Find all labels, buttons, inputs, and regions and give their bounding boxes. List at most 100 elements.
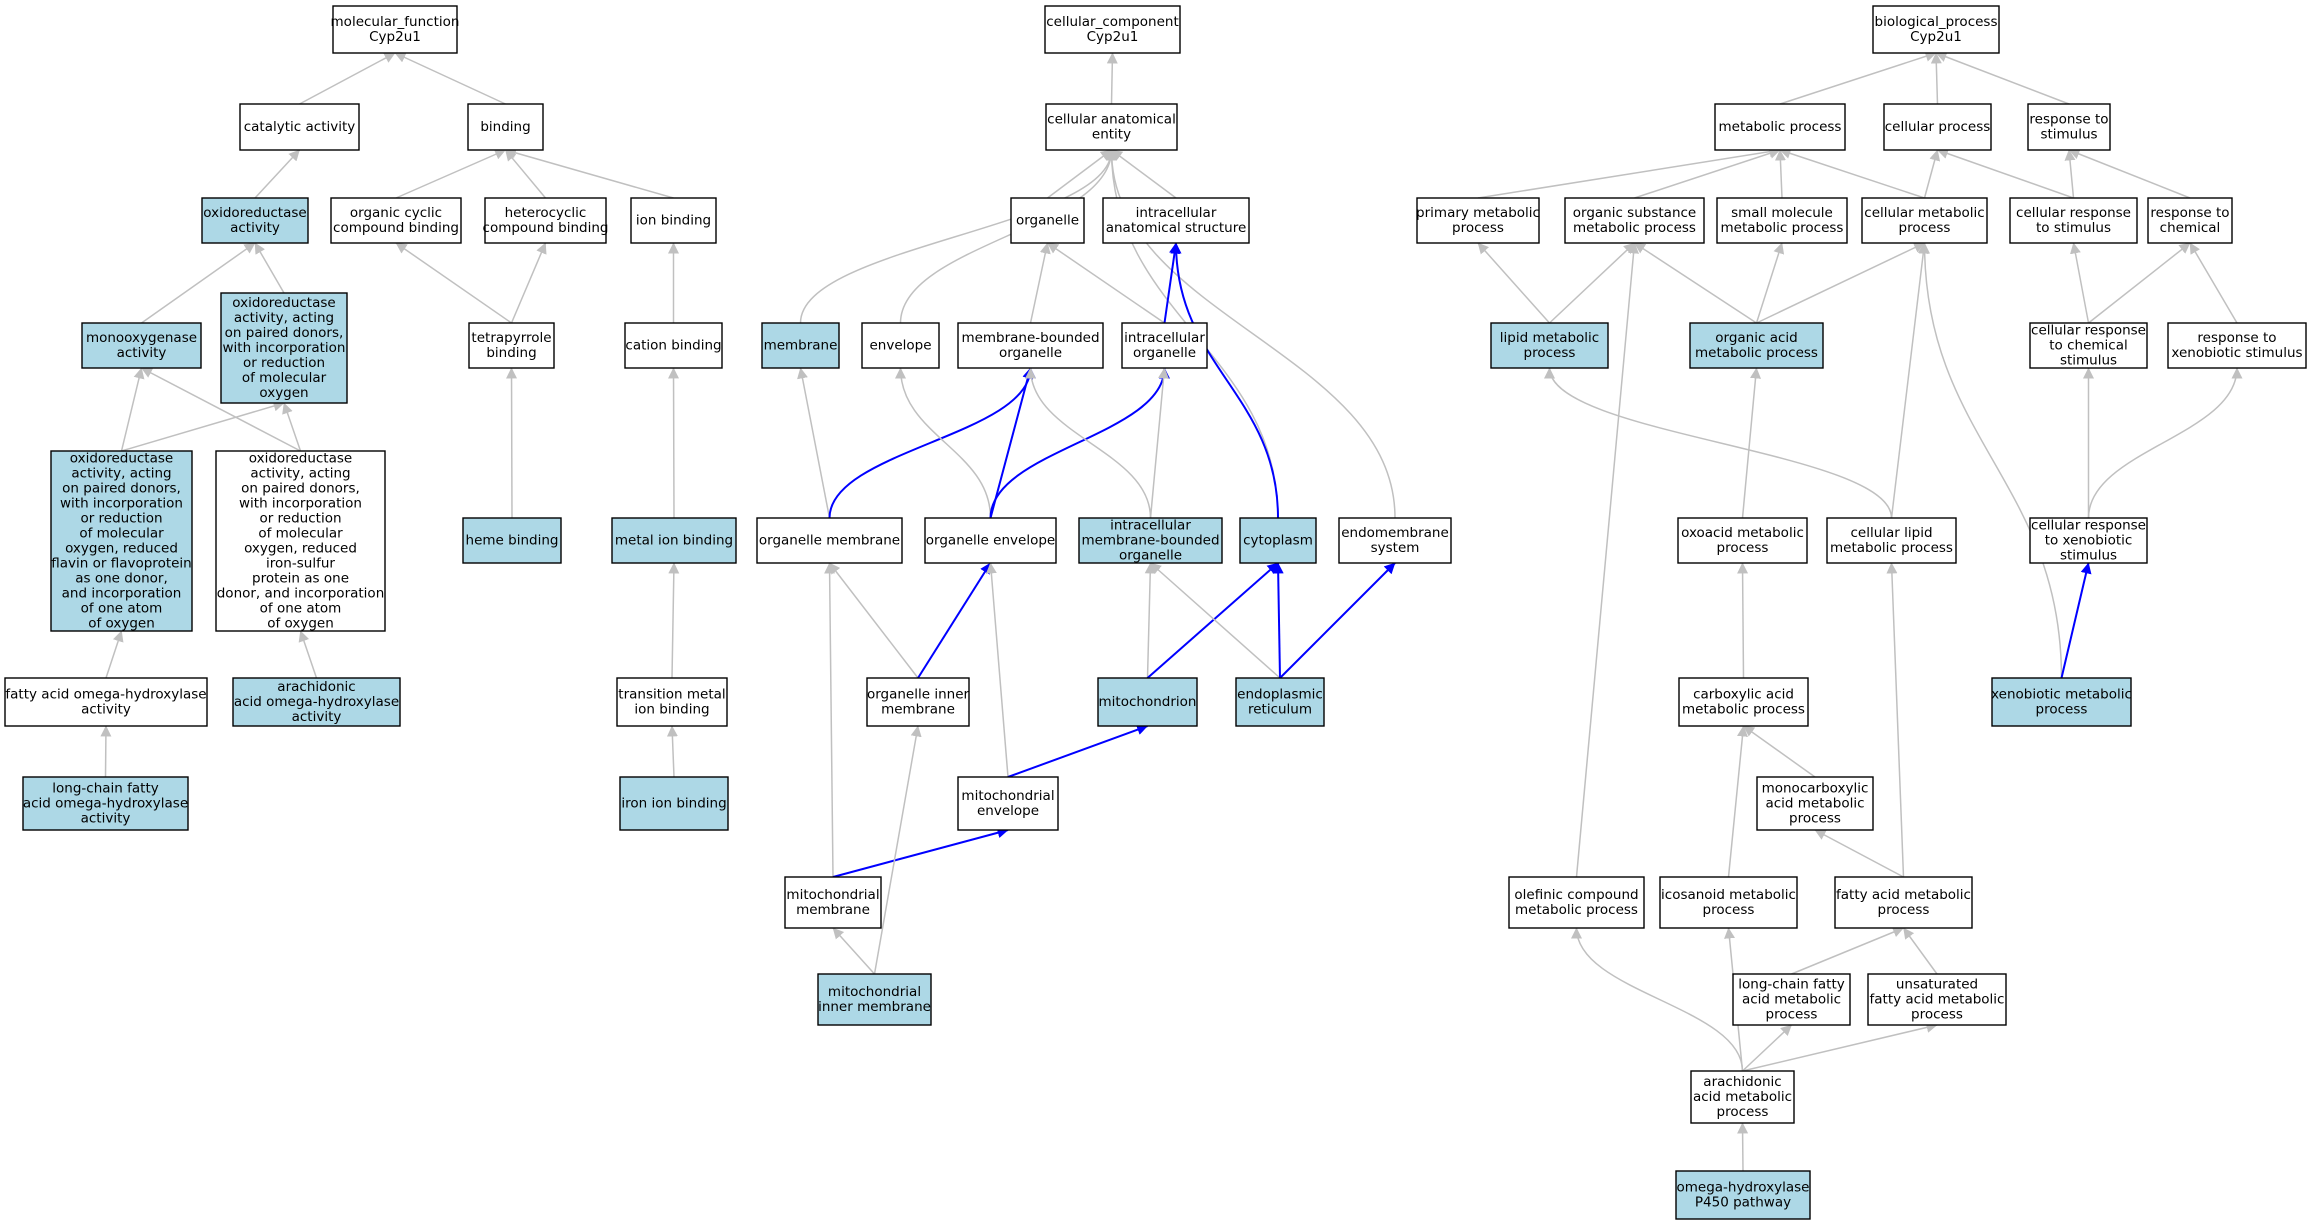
edge-org_inner-to-org_membrane: [828, 562, 919, 679]
edge-oxido_ironsulfur-to-monooxygenase: [141, 367, 301, 452]
node-label-line: mitochondrial: [828, 984, 921, 1000]
node-cytoplasm[interactable]: cytoplasm: [1239, 517, 1317, 564]
node-cellular-process[interactable]: cellular process: [1883, 103, 1992, 151]
node-cation-binding[interactable]: cation binding: [624, 322, 723, 369]
edge-imbo-to-mbo: [1025, 367, 1152, 519]
node-box: [1508, 876, 1645, 929]
edge-imbo-to-io: [1149, 367, 1170, 519]
node-label-line: acid metabolic: [1742, 992, 1841, 1008]
node-label-line: cytoplasm: [1243, 533, 1313, 549]
node-organelle[interactable]: organelle: [1010, 197, 1085, 244]
node-label-line: intracellular: [1124, 330, 1205, 346]
edge-fa_omega-to-oxido_flavin: [105, 630, 124, 679]
node-box: [957, 776, 1059, 831]
node-box: [468, 322, 555, 369]
node-metabolic[interactable]: metabolic process: [1714, 103, 1846, 151]
node-label-line: heterocyclic: [505, 205, 587, 221]
node-label-line: process: [1524, 345, 1576, 361]
node-envelope[interactable]: envelope: [861, 322, 940, 369]
node-mitochondrion[interactable]: mitochondrion: [1097, 677, 1198, 727]
node-binding[interactable]: binding: [467, 103, 544, 151]
node-ion-binding[interactable]: ion binding: [630, 197, 717, 244]
node-label-line: cellular anatomical: [1047, 112, 1176, 128]
node-label-line: organelle membrane: [759, 533, 900, 549]
node-label-line: carboxylic acid: [1693, 687, 1794, 703]
node-membrane[interactable]: membrane: [761, 322, 840, 369]
node-iron-ion[interactable]: iron ion binding: [619, 776, 729, 831]
node-org-envelope[interactable]: organelle envelope: [924, 517, 1057, 564]
node-box: [220, 292, 348, 404]
edge-binding-to-mf: [394, 52, 506, 105]
node-metal-ion[interactable]: metal ion binding: [611, 517, 737, 564]
node-box: [1867, 973, 2007, 1026]
edge-cell_resp_chem-to-cell_resp_stim: [2070, 242, 2090, 324]
edge-lc_fatty_met-to-fatty_acid_met: [1791, 926, 1905, 975]
node-box: [611, 517, 737, 564]
node-box: [1675, 1170, 1811, 1220]
node-heme-binding[interactable]: heme binding: [462, 517, 562, 564]
node-label-line: P450 pathway: [1695, 1195, 1791, 1211]
node-label-line: activity: [292, 709, 342, 725]
edge-mito_inner-to-mito_mem: [832, 927, 876, 975]
edge-arach_omega-to-oxido_ironsulfur: [298, 630, 318, 679]
node-box: [2027, 103, 2111, 151]
node-catalytic[interactable]: catalytic activity: [239, 103, 360, 151]
edge-cae-to-cc: [1106, 52, 1118, 105]
node-org-membrane[interactable]: organelle membrane: [756, 517, 903, 564]
node-box: [4, 677, 208, 727]
node-label-line: cellular process: [1885, 119, 1991, 135]
node-box: [2147, 197, 2233, 244]
node-box: [1732, 973, 1851, 1026]
